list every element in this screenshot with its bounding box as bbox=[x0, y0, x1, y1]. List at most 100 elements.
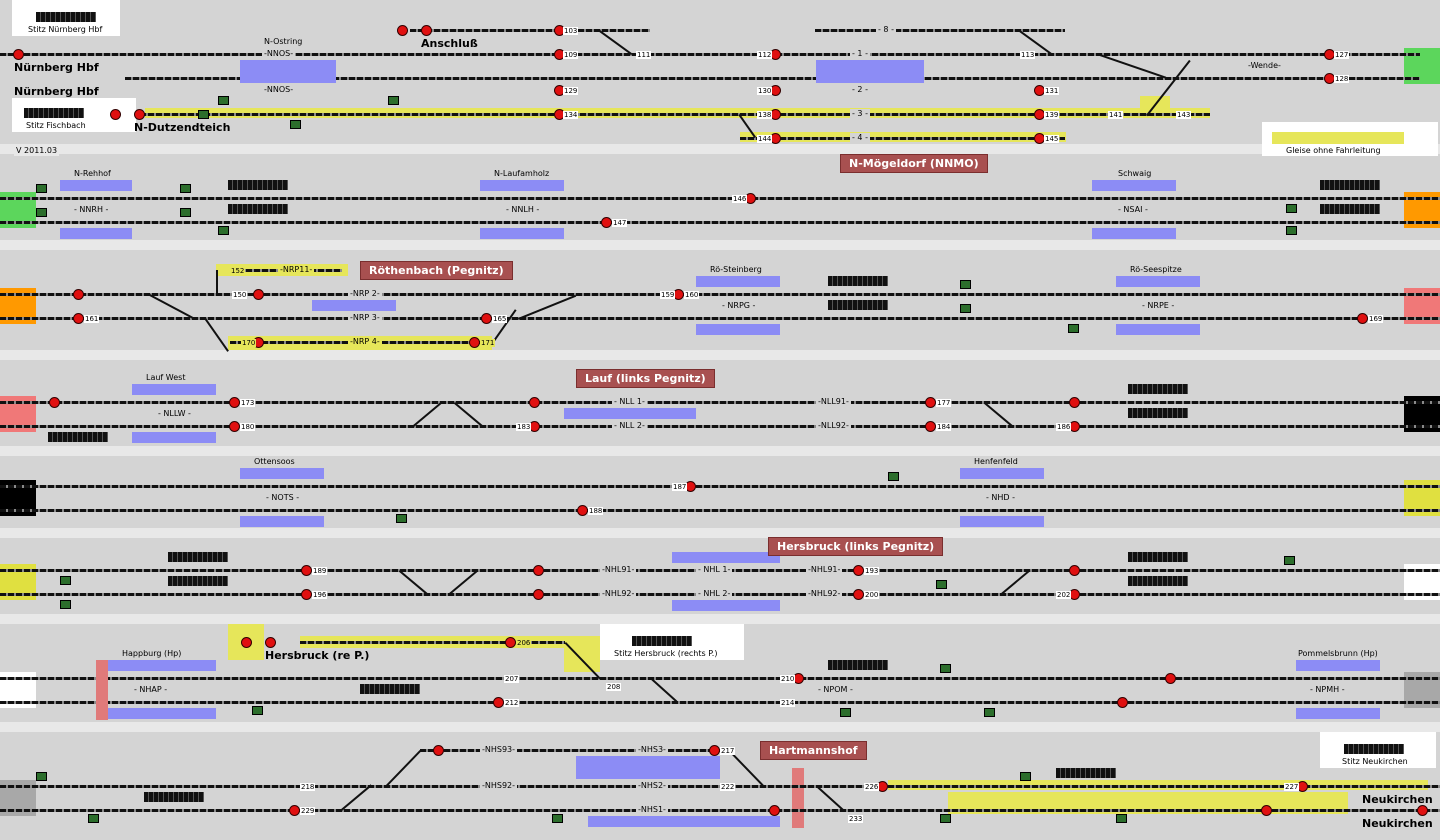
switch-motor-icon[interactable] bbox=[396, 514, 407, 523]
signal-number: 170 bbox=[241, 339, 257, 347]
block-indicator bbox=[24, 108, 84, 118]
switch-motor-icon[interactable] bbox=[252, 706, 263, 715]
switch-motor-icon[interactable] bbox=[1020, 772, 1031, 781]
signal-number: 127 bbox=[1334, 51, 1350, 59]
signal-icon[interactable] bbox=[533, 589, 544, 600]
signal-icon[interactable] bbox=[469, 337, 480, 348]
switch-motor-icon[interactable] bbox=[1116, 814, 1127, 823]
switch-motor-icon[interactable] bbox=[218, 96, 229, 105]
switch-motor-icon[interactable] bbox=[36, 184, 47, 193]
signal-icon[interactable] bbox=[265, 637, 276, 648]
switch-motor-icon[interactable] bbox=[960, 280, 971, 289]
switch-motor-icon[interactable] bbox=[1068, 324, 1079, 333]
signal-number: 183 bbox=[516, 423, 532, 431]
signal-icon[interactable] bbox=[533, 565, 544, 576]
track-label: - 8 - bbox=[876, 25, 896, 35]
signal-icon[interactable] bbox=[1069, 565, 1080, 576]
track-label: - NLL 1- bbox=[612, 397, 647, 407]
signal-icon[interactable] bbox=[433, 745, 444, 756]
switch-motor-icon[interactable] bbox=[198, 110, 209, 119]
switch-motor-icon[interactable] bbox=[1286, 226, 1297, 235]
signal-icon[interactable] bbox=[1261, 805, 1272, 816]
block-indicator bbox=[48, 432, 108, 442]
legend-label: Gleise ohne Fahrleitung bbox=[1284, 146, 1383, 156]
switch[interactable] bbox=[216, 270, 218, 294]
signal-icon[interactable] bbox=[397, 25, 408, 36]
switch-motor-icon[interactable] bbox=[36, 772, 47, 781]
switch[interactable] bbox=[816, 786, 845, 812]
switch-motor-icon[interactable] bbox=[940, 814, 951, 823]
station-title[interactable]: Röthenbach (Pegnitz) bbox=[360, 261, 513, 280]
signal-icon[interactable] bbox=[601, 217, 612, 228]
switch-motor-icon[interactable] bbox=[60, 576, 71, 585]
switch-motor-icon[interactable] bbox=[388, 96, 399, 105]
switch-motor-icon[interactable] bbox=[88, 814, 99, 823]
switch[interactable] bbox=[598, 30, 633, 56]
switch-motor-icon[interactable] bbox=[960, 304, 971, 313]
separator bbox=[0, 350, 1440, 360]
signal-icon[interactable] bbox=[1357, 313, 1368, 324]
signal-icon[interactable] bbox=[1117, 697, 1128, 708]
switch-motor-icon[interactable] bbox=[290, 120, 301, 129]
track bbox=[420, 749, 720, 752]
signal-icon[interactable] bbox=[1417, 805, 1428, 816]
switch-motor-icon[interactable] bbox=[180, 184, 191, 193]
station-title[interactable]: Hersbruck (links Pegnitz) bbox=[768, 537, 944, 556]
switch-motor-icon[interactable] bbox=[180, 208, 191, 217]
signal-icon[interactable] bbox=[1165, 673, 1176, 684]
signal-icon[interactable] bbox=[229, 397, 240, 408]
signal-icon[interactable] bbox=[577, 505, 588, 516]
signal-icon[interactable] bbox=[73, 313, 84, 324]
signal-icon[interactable] bbox=[1069, 397, 1080, 408]
switch-motor-icon[interactable] bbox=[888, 472, 899, 481]
switch[interactable] bbox=[1000, 569, 1031, 596]
signal-icon[interactable] bbox=[925, 421, 936, 432]
switch[interactable] bbox=[385, 750, 422, 788]
signal-icon[interactable] bbox=[253, 289, 264, 300]
switch-motor-icon[interactable] bbox=[840, 708, 851, 717]
signal-icon[interactable] bbox=[301, 589, 312, 600]
switch[interactable] bbox=[412, 401, 443, 428]
signal-icon[interactable] bbox=[481, 313, 492, 324]
switch-motor-icon[interactable] bbox=[936, 580, 947, 589]
track-label: -NNOS- bbox=[262, 85, 296, 95]
switch-motor-icon[interactable] bbox=[1286, 204, 1297, 213]
switch-motor-icon[interactable] bbox=[218, 226, 229, 235]
switch-motor-icon[interactable] bbox=[940, 664, 951, 673]
block-indicator bbox=[144, 792, 204, 802]
signal-number: 173 bbox=[240, 399, 256, 407]
switch[interactable] bbox=[149, 294, 195, 320]
station-title[interactable]: N-Mögeldorf (NNMO) bbox=[840, 154, 988, 173]
signal-icon[interactable] bbox=[529, 397, 540, 408]
switch[interactable] bbox=[204, 318, 229, 352]
signal-icon[interactable] bbox=[709, 745, 720, 756]
signal-icon[interactable] bbox=[229, 421, 240, 432]
signal-icon[interactable] bbox=[110, 109, 121, 120]
switch[interactable] bbox=[448, 569, 479, 596]
signal-icon[interactable] bbox=[13, 49, 24, 60]
switch[interactable] bbox=[1099, 54, 1167, 79]
signal-icon[interactable] bbox=[49, 397, 60, 408]
signal-icon[interactable] bbox=[853, 565, 864, 576]
signal-icon[interactable] bbox=[134, 109, 145, 120]
signal-icon[interactable] bbox=[769, 805, 780, 816]
signal-icon[interactable] bbox=[73, 289, 84, 300]
signal-icon[interactable] bbox=[505, 637, 516, 648]
switch-motor-icon[interactable] bbox=[36, 208, 47, 217]
platform bbox=[672, 552, 780, 563]
switch[interactable] bbox=[650, 678, 678, 703]
signal-icon[interactable] bbox=[301, 565, 312, 576]
switch-motor-icon[interactable] bbox=[552, 814, 563, 823]
switch-motor-icon[interactable] bbox=[1284, 556, 1295, 565]
station-title[interactable]: Lauf (links Pegnitz) bbox=[576, 369, 715, 388]
switch-motor-icon[interactable] bbox=[60, 600, 71, 609]
switch-motor-icon[interactable] bbox=[984, 708, 995, 717]
switch[interactable] bbox=[340, 784, 372, 812]
signal-icon[interactable] bbox=[241, 637, 252, 648]
signal-icon[interactable] bbox=[925, 397, 936, 408]
signal-icon[interactable] bbox=[289, 805, 300, 816]
station-title[interactable]: Hartmannshof bbox=[760, 741, 867, 760]
signal-icon[interactable] bbox=[493, 697, 504, 708]
signal-icon[interactable] bbox=[853, 589, 864, 600]
signal-icon[interactable] bbox=[421, 25, 432, 36]
